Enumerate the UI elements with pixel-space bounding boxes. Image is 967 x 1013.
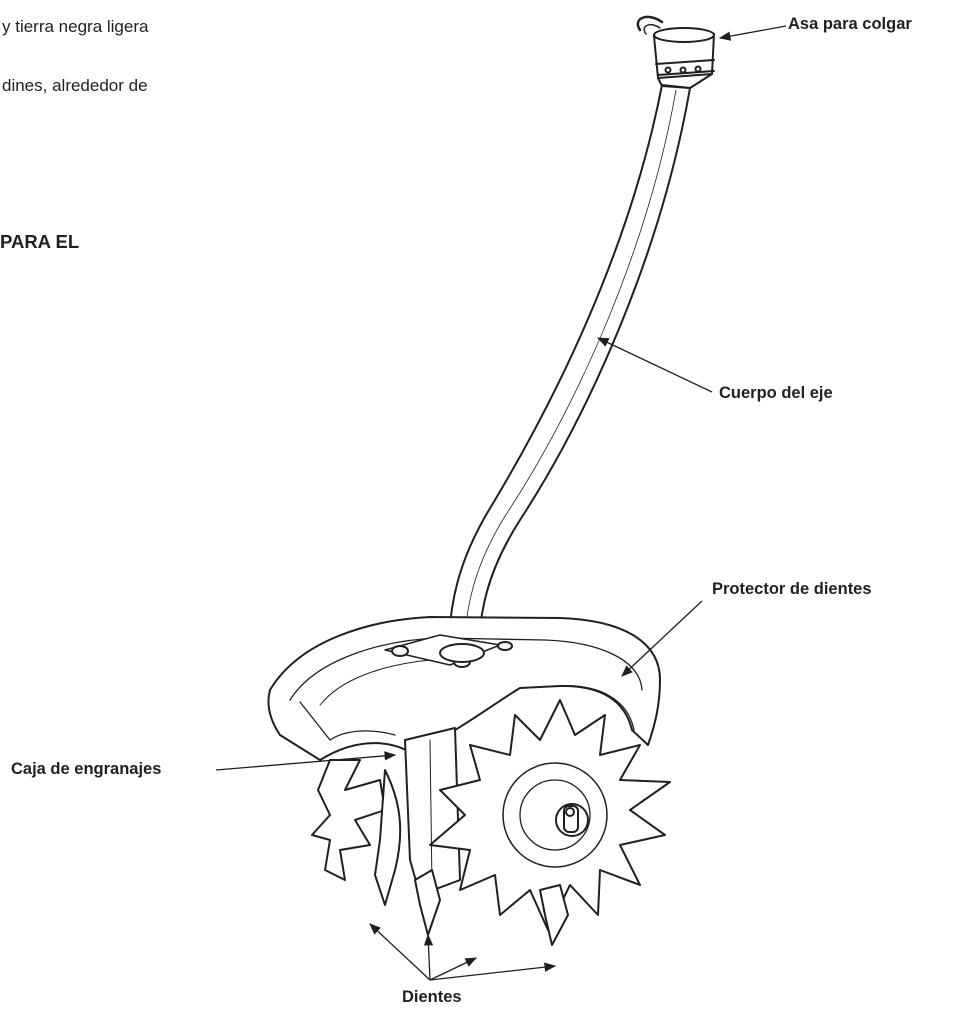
leader-gearbox: [216, 755, 395, 770]
tine-star-rear: [312, 760, 400, 905]
label-hanging-handle: Asa para colgar: [788, 15, 912, 34]
label-tine-guard: Protector de dientes: [712, 580, 872, 599]
leader-tines-2: [428, 935, 430, 980]
leader-shaft: [598, 338, 712, 392]
shaft-tube: [448, 85, 690, 665]
leader-tines-1: [370, 924, 430, 980]
label-shaft: Cuerpo del eje: [719, 384, 833, 403]
leader-handle: [720, 26, 786, 38]
hanging-handle: [638, 17, 714, 88]
label-tines: Dientes: [402, 988, 462, 1007]
label-gearbox: Caja de engranajes: [11, 760, 161, 779]
leader-tines-3: [430, 958, 476, 980]
leader-tines-4: [430, 966, 555, 980]
